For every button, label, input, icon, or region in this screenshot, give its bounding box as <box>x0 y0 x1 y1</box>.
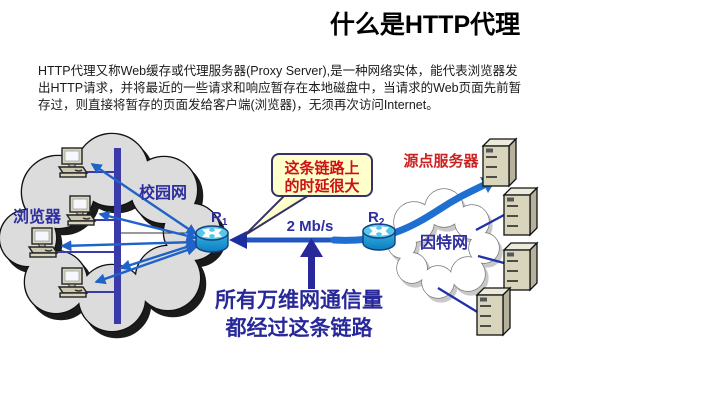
page-title: 什么是HTTP代理 <box>329 11 521 39</box>
origin-server-icon <box>482 138 517 187</box>
all-traffic-arrow <box>300 238 323 289</box>
intro-line: 存过，则直接将暂存的页面发给客户端(浏览器)，无须再次访问Internet。 <box>38 98 439 112</box>
router2-label: R2 <box>368 209 385 228</box>
callout-box <box>271 153 373 197</box>
delay-callout: 这条链路上 的时延很大 <box>244 153 373 236</box>
intro-line: 出HTTP请求，并将最近的一些请求和响应暂存在本地磁盘中，当请求的Web页面先前… <box>38 81 522 95</box>
all-traffic-arrowhead-icon <box>300 238 323 257</box>
campus-network-label: 校园网 <box>139 183 187 202</box>
all-traffic-arrow-shaft <box>308 257 315 289</box>
campus-backbone-bar <box>114 148 121 324</box>
traffic-arrow <box>94 244 198 285</box>
intro-paragraph: HTTP代理又称Web缓存或代理服务器(Proxy Server),是一种网络实… <box>38 63 521 114</box>
origin-servers-label: 源点服务器 <box>403 152 479 170</box>
callout-text-line2: 的时延很大 <box>284 177 359 195</box>
origin-server-icon <box>476 287 511 336</box>
network-diagram: 这条链路上 的时延很大 浏览器 校园网 R1 R2 2 Mb/s 因特网 源点服… <box>0 132 538 340</box>
origin-server-icon <box>503 187 538 236</box>
internet-label: 因特网 <box>420 233 468 252</box>
server-link-line <box>437 286 480 315</box>
router1-label: R1 <box>211 209 228 228</box>
intro-line: HTTP代理又称Web缓存或代理服务器(Proxy Server),是一种网络实… <box>38 64 518 78</box>
browsers-label: 浏览器 <box>13 207 62 226</box>
router1-icon <box>196 226 228 252</box>
link-arrowhead-icon <box>229 231 247 249</box>
server-link-line <box>475 213 505 232</box>
browser-traffic-arrows <box>60 163 198 285</box>
link-speed-label: 2 Mb/s <box>287 218 334 235</box>
traffic-arrow <box>98 210 198 242</box>
origin-server-icon <box>503 242 538 291</box>
bottom-note-line2: 都经过这条链路 <box>225 316 374 340</box>
bottom-note-line1: 所有万维网通信量 <box>215 288 383 312</box>
callout-text-line1: 这条链路上 <box>284 159 359 177</box>
server-link-line <box>477 254 505 265</box>
